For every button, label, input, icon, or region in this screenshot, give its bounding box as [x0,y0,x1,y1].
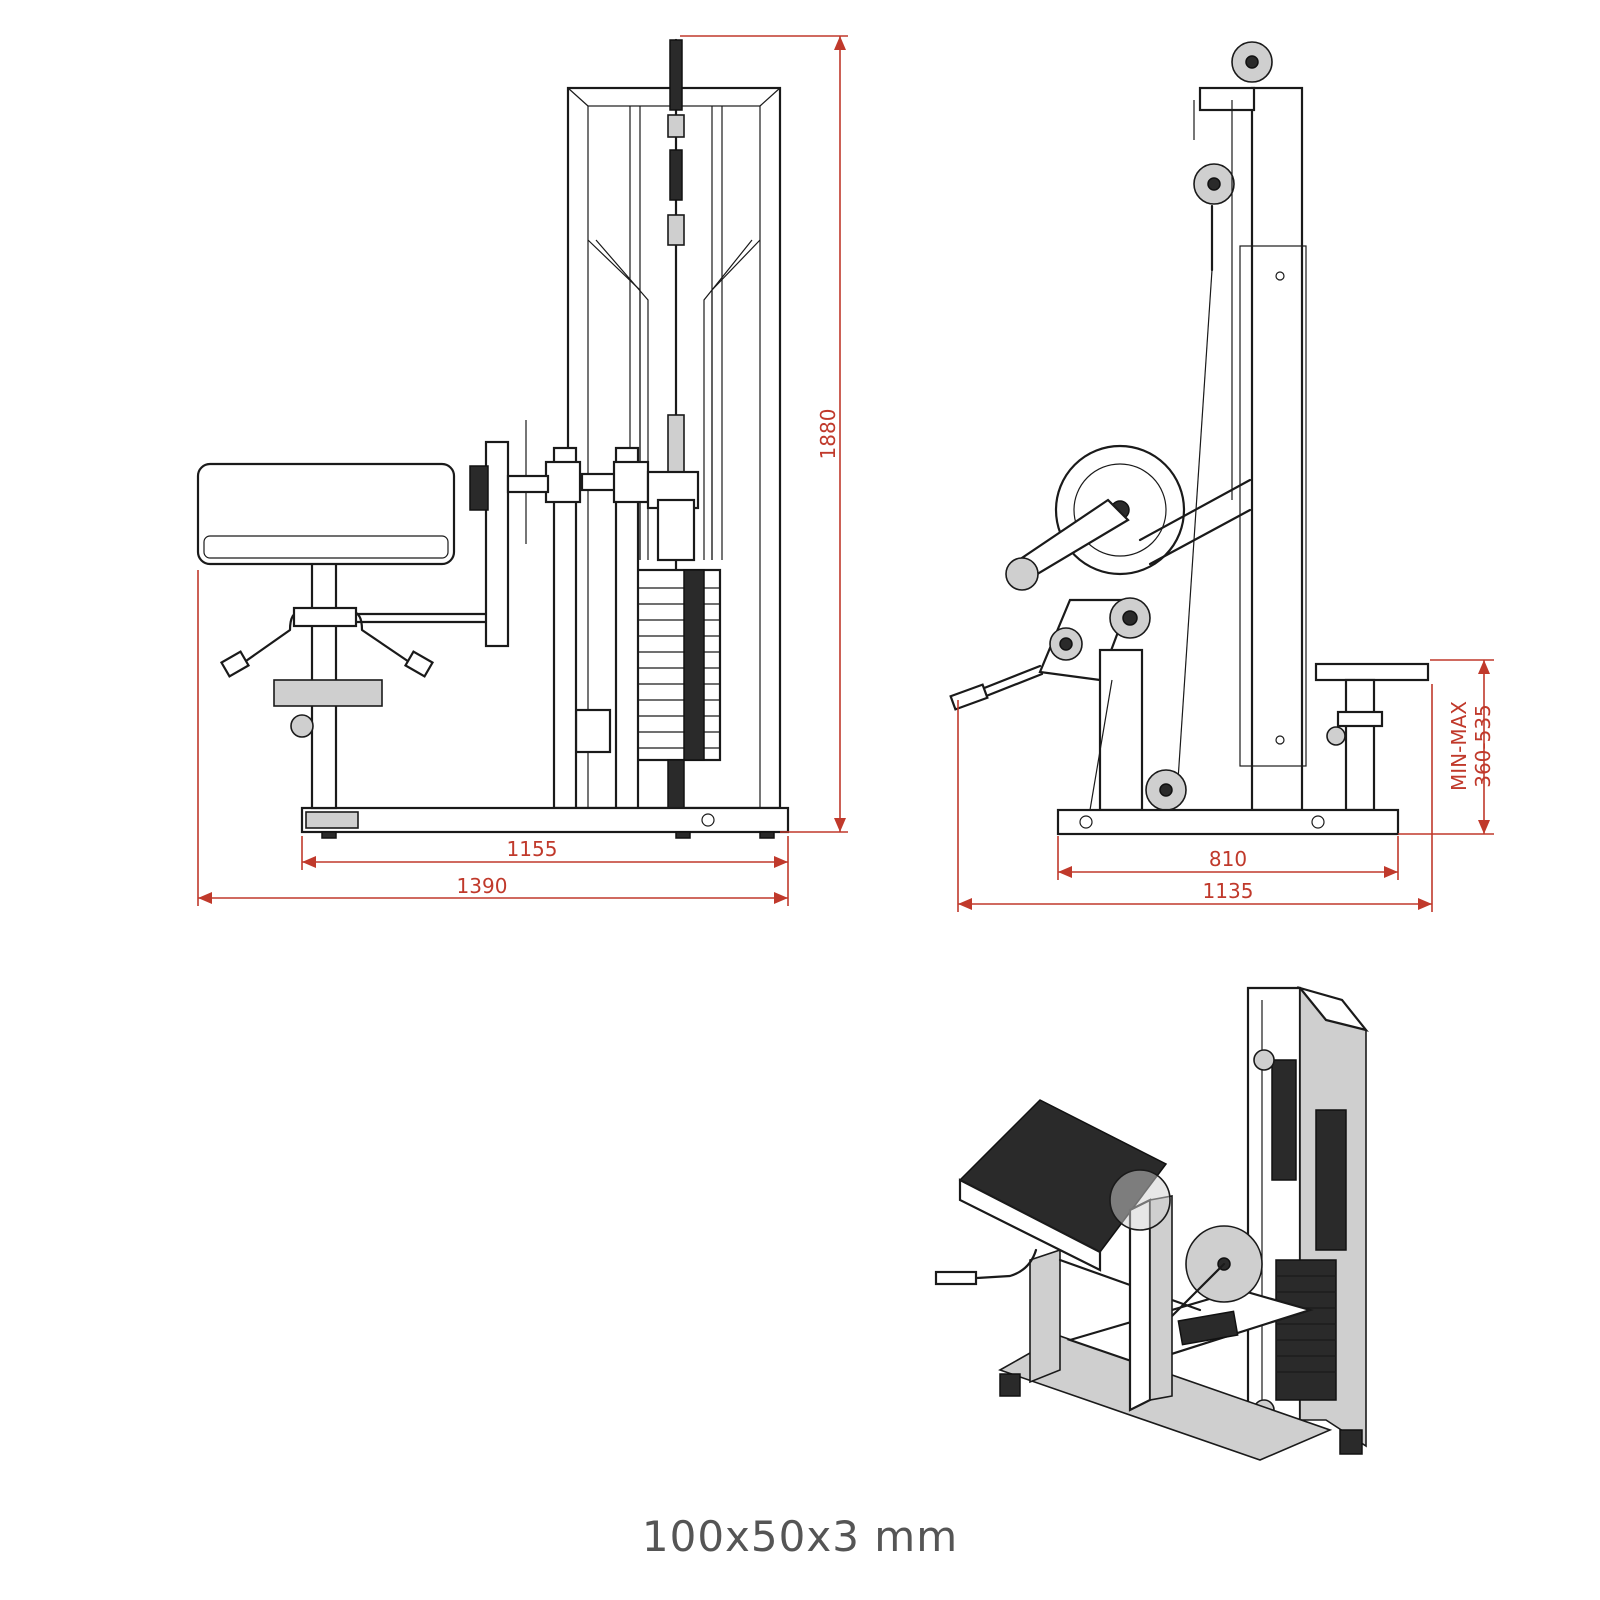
dim-height-label: 1880 [816,409,840,460]
side-base [1056,808,1400,836]
weight-stack [634,568,722,762]
seat [1314,662,1430,682]
caption: 100x50x3 mm [641,1512,959,1561]
side-view [949,41,1430,836]
front-view [196,38,790,839]
side-dim-base-label: 810 [1209,847,1247,871]
arm-pad [196,462,456,566]
seat-dim-label: MIN-MAX [1447,701,1471,791]
isometric-view [934,985,1369,1461]
iso-weight-stack [1275,1259,1337,1401]
side-dim-overall-label: 1135 [1203,879,1254,903]
front-dimensions: 1880 1155 1390 [197,35,848,906]
dim-overall-label: 1390 [457,874,508,898]
side-dimensions: 810 1135 MIN-MAX 360-535 [957,659,1495,912]
upright [1250,86,1304,812]
weight-plates [636,587,720,749]
cam-plate [484,440,510,648]
dim-base-label: 1155 [507,837,558,861]
front-base [300,806,790,834]
seat-dim-range: 360-535 [1471,704,1495,788]
